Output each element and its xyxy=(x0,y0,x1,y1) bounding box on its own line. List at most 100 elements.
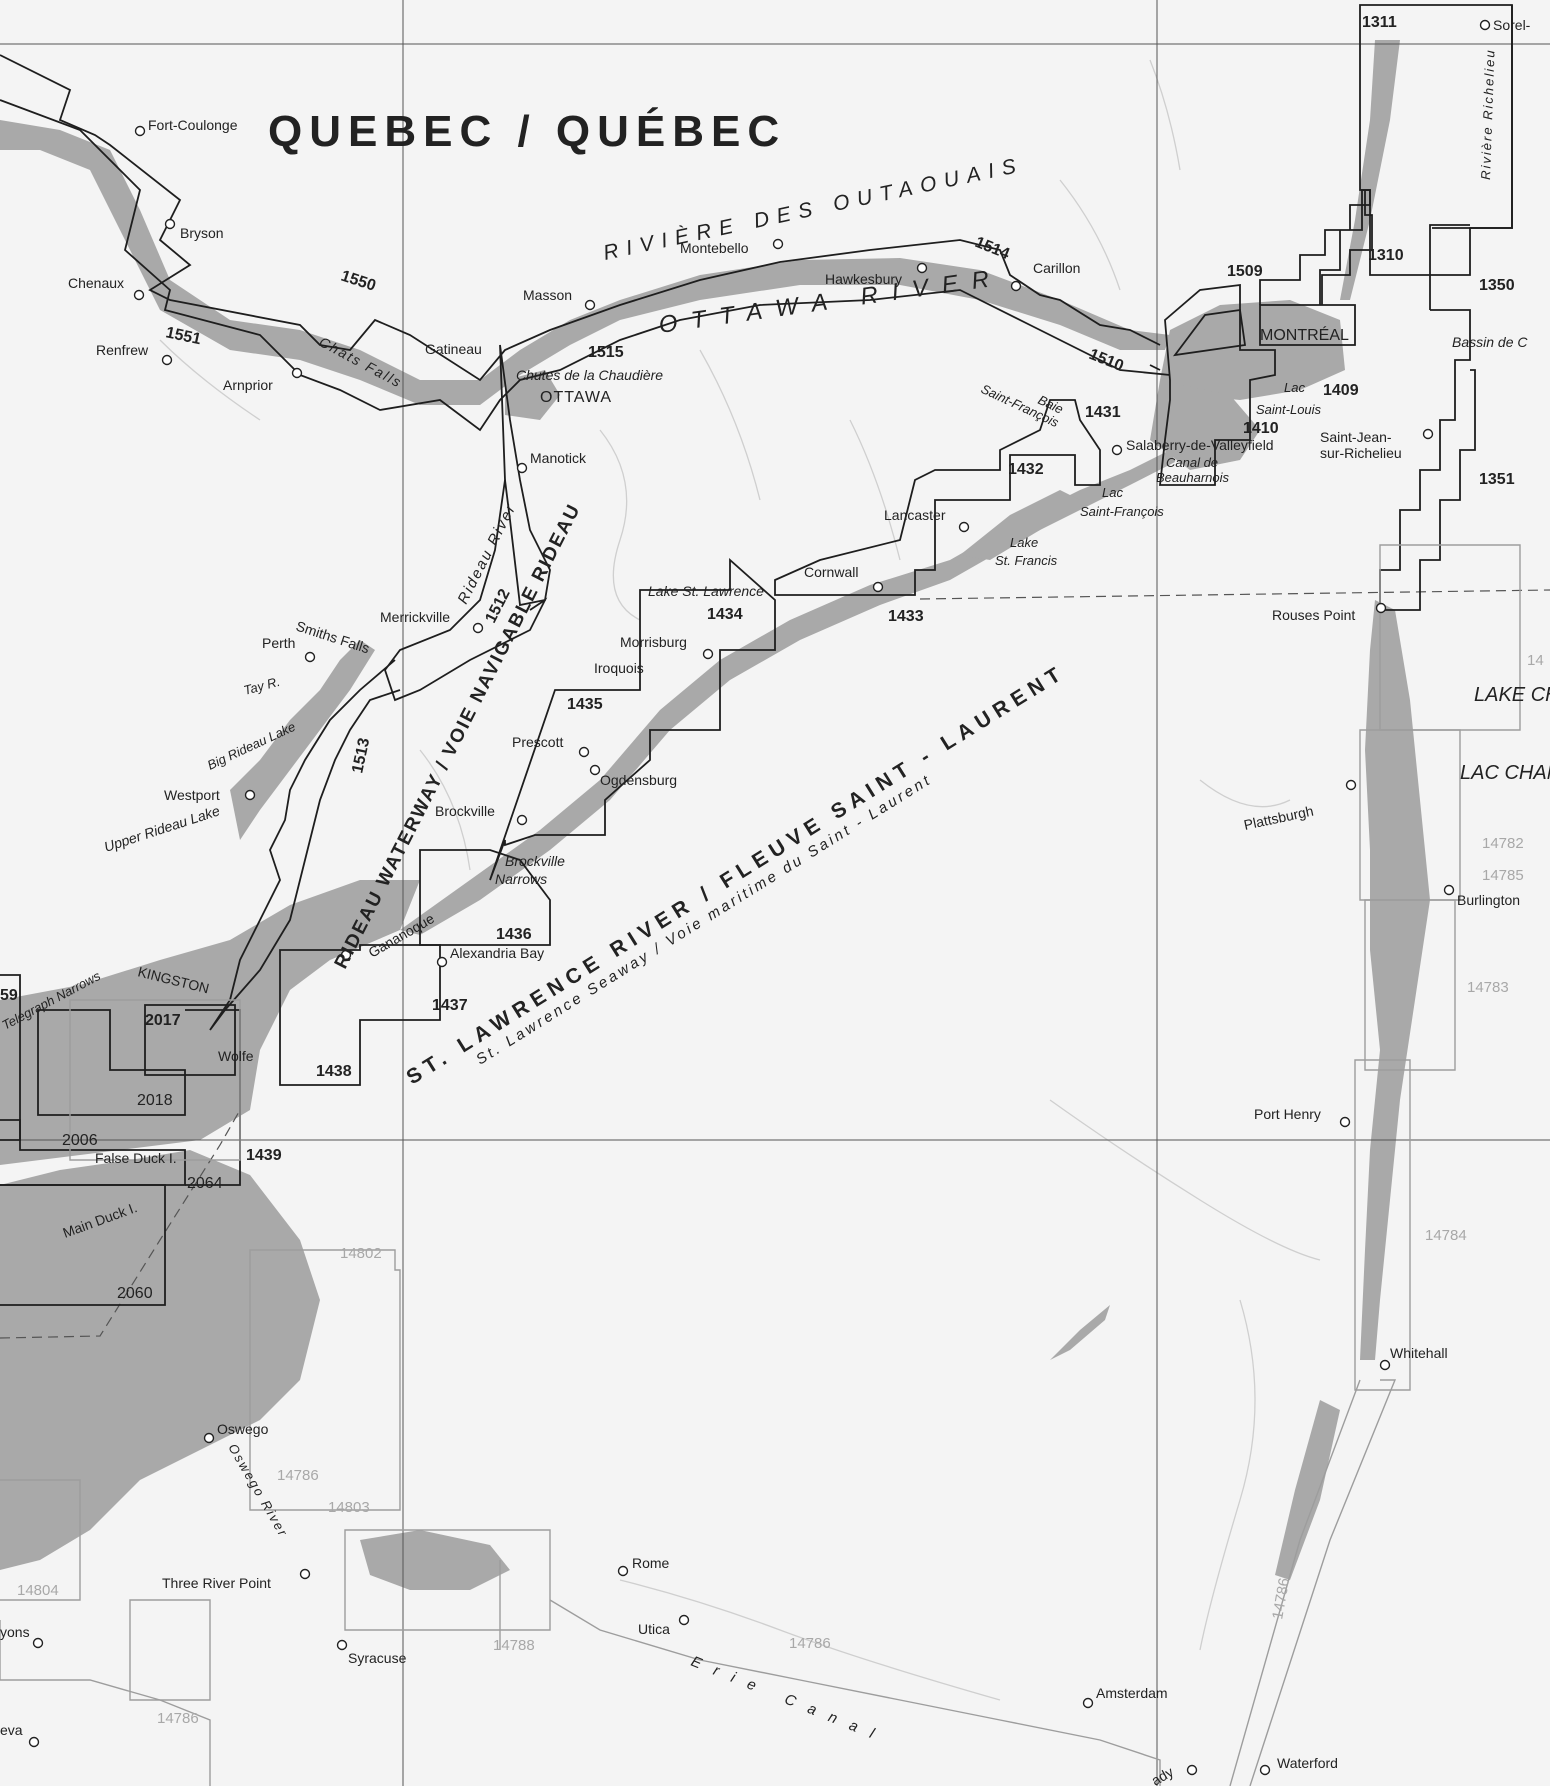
town-marker xyxy=(702,648,714,660)
town-marker xyxy=(578,746,590,758)
town-marker xyxy=(134,125,146,137)
place-label: eva xyxy=(0,1722,23,1738)
chart-number: 2006 xyxy=(62,1132,98,1149)
lake-st-francis-label: Lake xyxy=(1010,535,1038,550)
chart-number: 1436 xyxy=(496,926,532,943)
town-marker xyxy=(1186,1764,1198,1776)
us-chart-number: 14804 xyxy=(17,1582,59,1599)
town-marker xyxy=(472,622,484,634)
richelieu-river xyxy=(1340,40,1400,300)
place-label: Smiths Falls xyxy=(294,618,371,657)
town-marker xyxy=(1422,428,1434,440)
chart-outline xyxy=(1321,190,1373,305)
chart-number: 1311 xyxy=(1362,14,1397,31)
town-marker xyxy=(133,289,145,301)
chart-number: 1435 xyxy=(567,696,603,713)
stream xyxy=(1049,1099,1321,1261)
lake-st-francis-label-2: St. Francis xyxy=(995,553,1058,568)
place-label: Hawkesbury xyxy=(825,271,902,287)
chart-outline xyxy=(209,659,401,1031)
chart-number: 1439 xyxy=(246,1147,282,1164)
chart-outline xyxy=(419,849,551,946)
oswego-river-label: Oswego River xyxy=(225,1441,291,1540)
chart-number: 2017 xyxy=(145,1012,181,1029)
place-label: Three River Point xyxy=(162,1575,271,1591)
place-label: Saint-Jean- xyxy=(1320,429,1392,445)
border-line xyxy=(0,1109,241,1339)
chart-outline xyxy=(1429,224,1470,310)
chart-number: 1310 xyxy=(1368,247,1404,264)
chart-number: 1432 xyxy=(1008,461,1044,478)
chart-number: 1350 xyxy=(1479,277,1515,294)
chart-outline xyxy=(1379,309,1476,611)
place-label: Utica xyxy=(638,1621,670,1637)
chart-number: 1550 xyxy=(339,268,378,295)
town-marker xyxy=(203,1432,215,1444)
chart-outline xyxy=(383,479,548,702)
place-label: Chenaux xyxy=(68,275,124,291)
lac-saint-louis xyxy=(1150,380,1260,470)
seaway-label: St. Lawrence Seaway / Voie maritime du S… xyxy=(473,771,935,1068)
place-label: Brockville xyxy=(435,803,495,819)
us-chart-number: 14785 xyxy=(1482,867,1524,884)
chart-outline xyxy=(37,1009,186,1116)
place-label: Carillon xyxy=(1033,260,1080,276)
town-marker xyxy=(1111,444,1123,456)
ottawa-river-water xyxy=(0,120,1170,405)
chart-number: 1510 xyxy=(1087,346,1126,375)
town-marker xyxy=(1010,280,1022,292)
canal-label: Canal de xyxy=(1166,455,1218,470)
place-label: Westport xyxy=(164,787,220,803)
lake-champlain-label: LAKE CHAM xyxy=(1474,684,1550,706)
town-marker xyxy=(1339,1116,1351,1128)
us-chart-number: 14788 xyxy=(493,1637,535,1654)
stream xyxy=(1199,779,1291,808)
chart-outline xyxy=(0,1479,81,1601)
town-marker xyxy=(291,367,303,379)
place-label: ady xyxy=(1149,1763,1177,1786)
town-marker xyxy=(617,1565,629,1577)
chart-outline xyxy=(1158,283,1276,486)
place-label: Perth xyxy=(262,635,295,651)
town-marker xyxy=(516,462,528,474)
place-label: Lancaster xyxy=(884,507,946,523)
border-line xyxy=(919,589,1550,600)
chart-number: 2018 xyxy=(137,1092,173,1109)
chart-outline xyxy=(1149,364,1161,371)
town-marker xyxy=(28,1736,40,1748)
lac-saint-louis-label-2: Saint-Louis xyxy=(1256,402,1322,417)
canal-label-2: Beauharnois xyxy=(1156,470,1229,485)
chart-outline xyxy=(1359,729,1461,901)
town-marker xyxy=(1479,19,1491,31)
lake-champlain xyxy=(1360,600,1430,1360)
chart-outline xyxy=(0,1620,211,1786)
oneida-lake xyxy=(360,1530,510,1590)
town-marker xyxy=(244,789,256,801)
place-label: Manotick xyxy=(530,450,587,466)
lac-st-francois-label: Lac xyxy=(1102,485,1123,500)
chart-outline xyxy=(499,344,551,607)
chart-outline xyxy=(1259,189,1371,305)
chart-number: 1434 xyxy=(707,606,743,623)
chart-number: 1513 xyxy=(349,736,373,774)
chart-outline xyxy=(69,999,241,1161)
town-marker xyxy=(1259,1764,1271,1776)
town-marker xyxy=(340,949,352,961)
st-lawrence-river xyxy=(400,450,1175,935)
chart-outline xyxy=(549,1599,1161,1786)
stream xyxy=(419,749,471,871)
place-label: Salaberry-de-Valleyfield xyxy=(1126,437,1274,453)
chart-number: 1515 xyxy=(588,344,624,361)
town-marker xyxy=(304,651,316,663)
chart-outline xyxy=(489,557,776,881)
chart-outline xyxy=(0,99,1171,432)
erie-canal-label: Erie Canal xyxy=(689,1653,890,1747)
place-label: Sorel- xyxy=(1493,17,1531,33)
chart-number: 1514 xyxy=(973,234,1012,263)
stream xyxy=(1059,179,1121,291)
us-chart-number: 14786 xyxy=(789,1635,831,1652)
place-label: Morrisburg xyxy=(620,634,687,650)
place-label: Rome xyxy=(632,1555,670,1571)
place-label: Waterford xyxy=(1277,1755,1338,1771)
us-chart-number: 14786 xyxy=(277,1467,319,1484)
